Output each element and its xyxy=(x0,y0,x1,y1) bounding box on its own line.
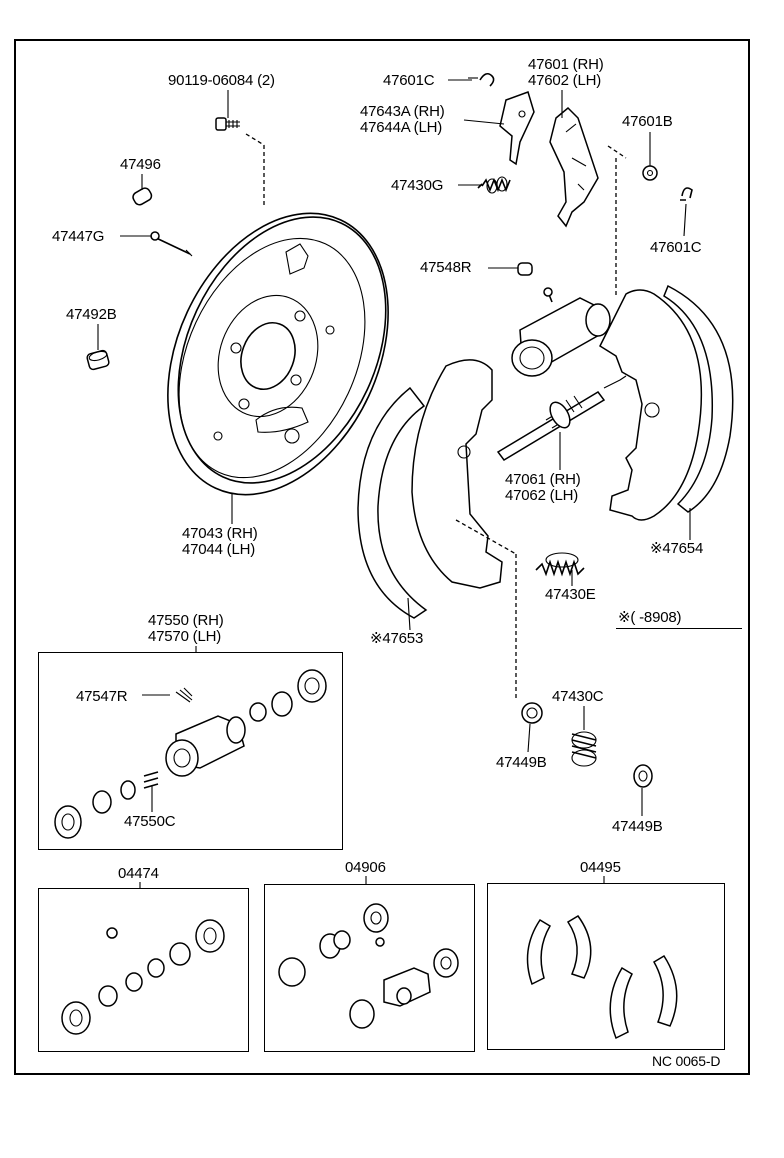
part-label-47449B-a: 47449B xyxy=(496,754,547,771)
part-label-47430C: 47430C xyxy=(552,688,604,705)
bolt-90119 xyxy=(215,117,265,205)
spring-47430G xyxy=(477,176,511,194)
spring-47430E xyxy=(535,552,585,577)
box-04906 xyxy=(264,884,475,1052)
retainer-47449B-a xyxy=(521,702,543,724)
part-label-47654: ※47654 xyxy=(650,540,704,557)
wheel-cylinder-kit-47550 xyxy=(54,669,327,839)
date-note: ※( -8908) xyxy=(618,609,682,626)
wheel-cylinder xyxy=(511,287,611,377)
part-label-47601B: 47601B xyxy=(622,113,673,130)
part-label-47449B-b: 47449B xyxy=(612,818,663,835)
adjuster-47061 xyxy=(496,375,627,461)
kit-04474 xyxy=(61,919,225,1035)
part-label-47548R: 47548R xyxy=(420,259,472,276)
part-label-47570: 47570 (LH) xyxy=(148,628,222,645)
lever-47601 xyxy=(549,106,599,228)
lever-47643A xyxy=(499,91,535,166)
retainer-47449B-b xyxy=(633,764,653,788)
part-label-47550: 47550 (RH) xyxy=(148,612,224,629)
part-label-47430G: 47430G xyxy=(391,177,444,194)
part-label-47043: 47043 (RH) xyxy=(182,525,258,542)
kit-label-04495: 04495 xyxy=(580,859,621,876)
brake-shoe-47654 xyxy=(599,145,734,521)
brake-shoe-47653 xyxy=(357,359,517,700)
part-label-47644A: 47644A (LH) xyxy=(360,119,443,136)
spring-47430C xyxy=(571,731,597,767)
kit-label-04906: 04906 xyxy=(345,859,386,876)
note-underline xyxy=(616,628,742,629)
part-label-47496: 47496 xyxy=(120,156,161,173)
cap-47496 xyxy=(132,187,153,206)
part-label-47062: 47062 (LH) xyxy=(505,487,579,504)
plug-47492B xyxy=(86,349,110,371)
washer-47601B xyxy=(642,165,658,181)
kit-04495 xyxy=(526,915,678,1040)
part-label-47601: 47601 (RH) xyxy=(528,56,604,73)
part-label-47061: 47061 (RH) xyxy=(505,471,581,488)
kit-04906 xyxy=(278,903,459,1029)
part-label-47547R: 47547R xyxy=(76,688,128,705)
part-label-47643A: 47643A (RH) xyxy=(360,103,445,120)
kit-label-04474: 04474 xyxy=(118,865,159,882)
part-label-47601C-top: 47601C xyxy=(383,72,435,89)
part-label-47602: 47602 (LH) xyxy=(528,72,602,89)
box-04495 xyxy=(487,883,725,1050)
part-label-47653: ※47653 xyxy=(370,630,424,647)
clip-47601C-right xyxy=(680,187,693,201)
backing-plate xyxy=(167,212,389,496)
diagram-frame xyxy=(14,39,750,1075)
part-label-47044: 47044 (LH) xyxy=(182,541,256,558)
diagram-code: NC 0065-D xyxy=(652,1053,721,1069)
cap-47548R xyxy=(517,262,533,276)
box-04474 xyxy=(38,888,249,1052)
part-label-47492B: 47492B xyxy=(66,306,117,323)
part-label-90119: 90119-06084 (2) xyxy=(168,72,275,89)
part-label-47430E: 47430E xyxy=(545,586,596,603)
clip-47601C-top xyxy=(468,72,495,87)
part-label-47601C-right: 47601C xyxy=(650,239,702,256)
part-label-47550C: 47550C xyxy=(124,813,176,830)
pin-47447G xyxy=(150,231,193,257)
part-label-47447G: 47447G xyxy=(52,228,105,245)
box-47550 xyxy=(38,652,343,850)
